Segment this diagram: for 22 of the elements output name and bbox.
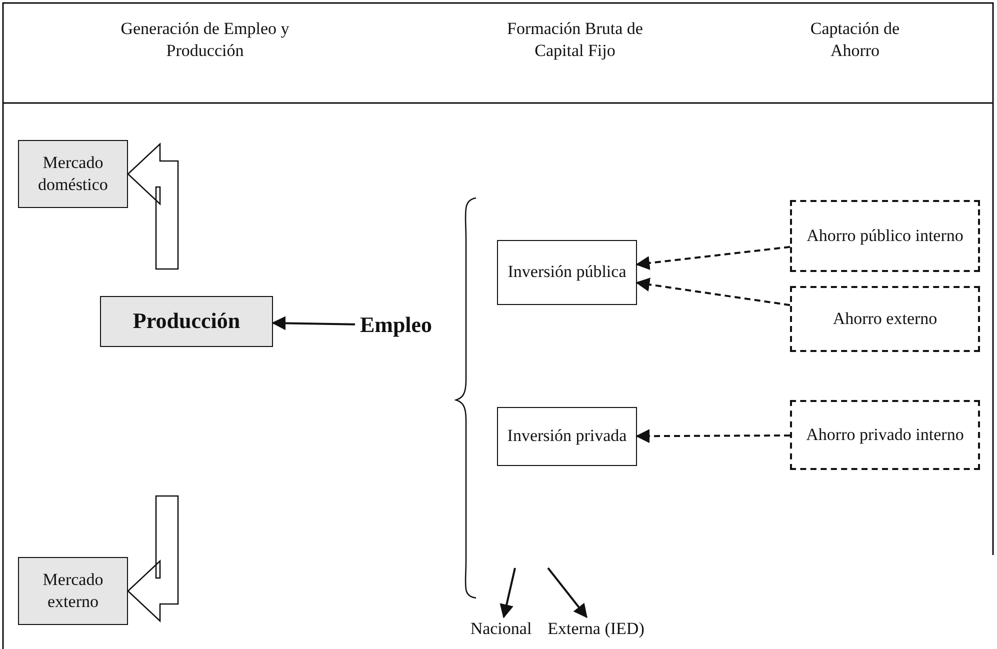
dashed-box: Ahorro externo bbox=[790, 286, 980, 352]
shaded-box: Mercado externo bbox=[18, 557, 128, 625]
arrow bbox=[500, 568, 516, 618]
column-header: Formación Bruta de Capital Fijo bbox=[506, 18, 644, 62]
column-header: Generación de Empleo y Producción bbox=[120, 18, 290, 62]
dashed-box: Ahorro público interno bbox=[790, 200, 980, 272]
block-arrow bbox=[127, 142, 179, 270]
node-text: Nacional bbox=[466, 617, 536, 641]
dashed-arrow bbox=[636, 429, 790, 444]
dashed-box: Ahorro privado interno bbox=[790, 400, 980, 470]
shaded-box: Mercado doméstico bbox=[18, 140, 128, 208]
arrow bbox=[272, 316, 356, 330]
node-text: Externa (IED) bbox=[536, 617, 656, 641]
dashed-arrow bbox=[636, 278, 790, 306]
node-text: Empleo bbox=[355, 308, 437, 342]
arrow bbox=[547, 567, 588, 618]
block-arrow bbox=[127, 495, 179, 622]
shaded-box: Producción bbox=[100, 296, 273, 347]
process-box: Inversión privada bbox=[497, 407, 637, 466]
column-header: Captación de Ahorro bbox=[809, 18, 901, 62]
dashed-arrow bbox=[636, 246, 790, 270]
process-box: Inversión pública bbox=[497, 240, 637, 305]
